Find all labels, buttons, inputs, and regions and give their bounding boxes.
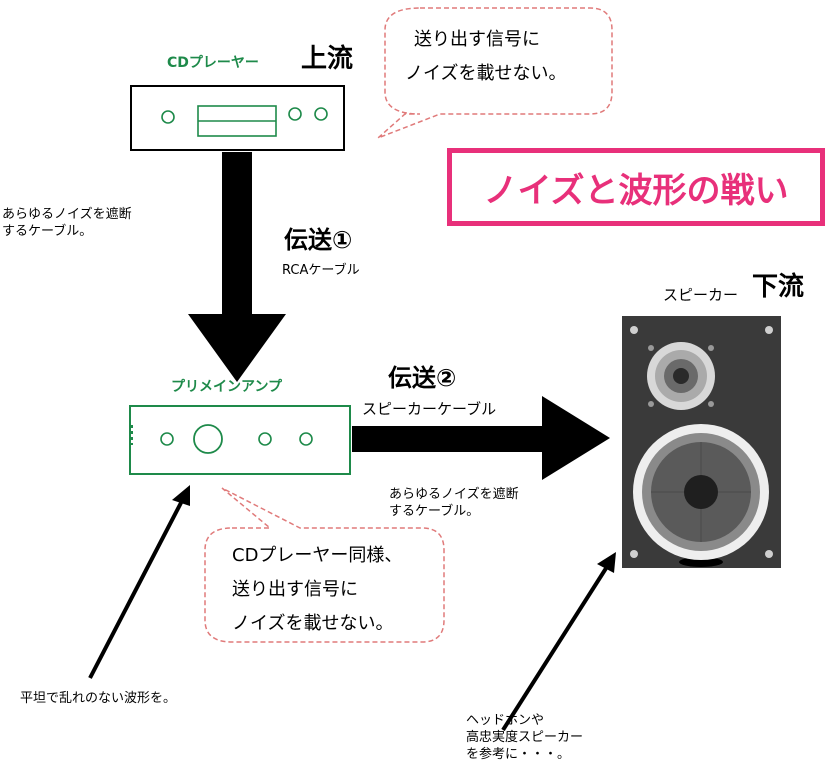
- cd-player: [130, 85, 345, 151]
- pre-main-amplifier: [129, 405, 351, 475]
- diagram-title: ノイズと波形の戦い: [447, 148, 825, 226]
- speaker-pointer-arrow: [501, 552, 616, 732]
- cable-note-left-line-2: するケーブル。: [2, 224, 93, 239]
- speaker-label: スピーカー: [663, 286, 739, 304]
- transmission-2-title: 伝送②: [388, 364, 457, 392]
- waveform-note: 平坦で乱れのない波形を。: [20, 691, 177, 706]
- bubble-bottom-line-1: CDプレーヤー同様、: [232, 545, 403, 566]
- speech-bubble-bottom: [204, 487, 445, 643]
- transmission-1-title: 伝送①: [284, 226, 353, 254]
- transmission-2-sub: スピーカーケーブル: [362, 400, 497, 418]
- speaker-cable-arrow: [352, 396, 610, 480]
- speaker-note-line-1: ヘッドホンや: [466, 713, 545, 728]
- rca-cable-arrow: [188, 152, 286, 382]
- bubble-bottom-line-2: 送り出す信号に: [232, 579, 358, 600]
- amp-label: プリメインアンプ: [171, 379, 283, 395]
- speaker-note-line-2: 高忠実度スピーカー: [466, 730, 584, 745]
- bubble-top-line-2: ノイズを載せない。: [405, 63, 567, 84]
- bubble-top-line-1: 送り出す信号に: [414, 29, 540, 50]
- cable-note-right-line-2: するケーブル。: [389, 504, 480, 519]
- cable-note-left-line-1: あらゆるノイズを遮断: [2, 207, 132, 222]
- speaker-note-line-3: を参考に・・・。: [466, 747, 571, 762]
- cable-note-right-line-1: あらゆるノイズを遮断: [389, 487, 519, 502]
- speaker: [622, 316, 781, 568]
- waveform-pointer-arrow: [88, 485, 190, 679]
- downstream-label: 下流: [752, 272, 805, 302]
- upstream-label: 上流: [301, 44, 354, 74]
- speech-bubble-top: [377, 7, 613, 139]
- transmission-1-sub: RCAケーブル: [282, 263, 360, 278]
- cd-player-label: CDプレーヤー: [167, 55, 259, 71]
- bubble-bottom-line-3: ノイズを載せない。: [232, 613, 394, 634]
